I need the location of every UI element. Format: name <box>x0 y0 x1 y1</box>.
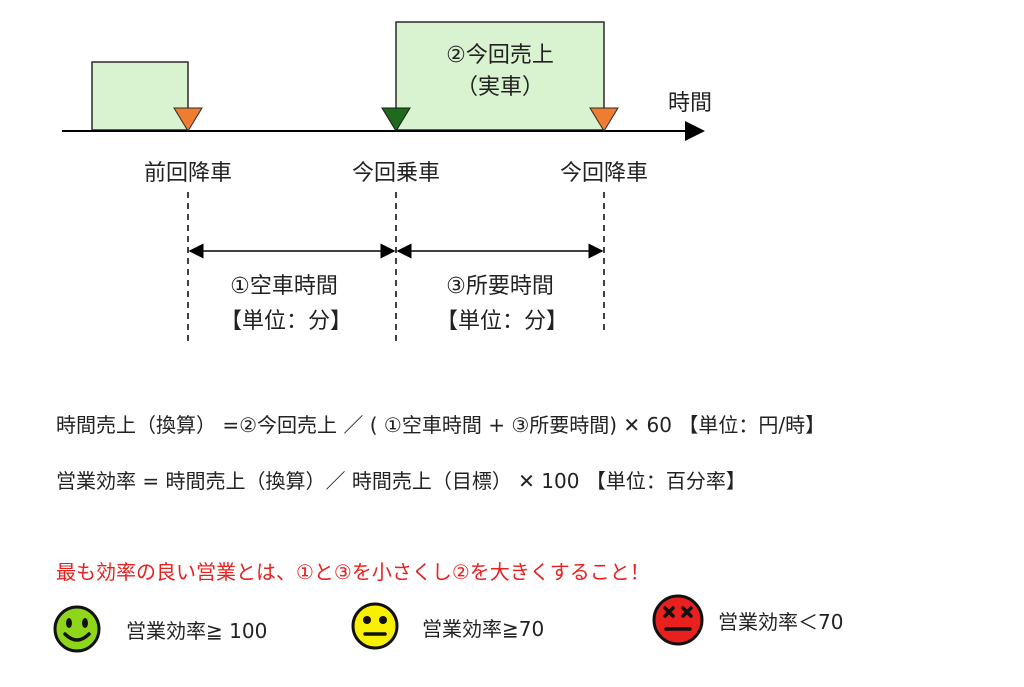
current-dropoff-marker <box>589 107 619 132</box>
pickup-marker <box>381 107 411 132</box>
empty-time-unit: 【単位：分】 <box>220 309 352 334</box>
current-sales-sublabel: （実車） <box>456 75 544 100</box>
efficiency-formula: 営業効率 = 時間売上（換算）／ 時間売上（目標） ✕ 100 【単位：百分率】 <box>56 469 746 493</box>
timeline-diagram: ②今回売上 （実車） 時間 前回降車 今回乗車 今回降車 ①空車時間 【単位：分… <box>62 21 712 345</box>
smiley-face-icon <box>53 605 101 653</box>
current-pickup-label: 今回乗車 <box>352 161 440 186</box>
required-time-label: ③所要時間 <box>446 274 554 299</box>
hourly-sales-formula: 時間売上（換算） =②今回売上 ／ ( ①空車時間 + ③所要時間) ✕ 60 … <box>56 413 826 437</box>
empty-time-label: ①空車時間 <box>230 274 338 299</box>
previous-sales-box <box>91 61 189 131</box>
current-sales-box <box>395 21 605 131</box>
prev-dropoff-label: 前回降車 <box>144 161 232 186</box>
neutral-face-icon <box>351 602 399 650</box>
prev-dropoff-marker <box>173 107 203 132</box>
legend-label-low: 営業効率＜70 <box>718 610 844 634</box>
legend-label-mid: 営業効率≧70 <box>422 617 545 641</box>
legend-label-high: 営業効率≧ 100 <box>126 619 268 643</box>
dizzy-face-icon <box>652 594 704 646</box>
current-dropoff-label: 今回降車 <box>560 161 648 186</box>
required-time-unit: 【単位：分】 <box>436 309 568 334</box>
efficiency-tip: 最も効率の良い営業とは、①と③を小さくし②を大きくすること！ <box>56 560 650 584</box>
axis-label: 時間 <box>668 91 712 116</box>
current-sales-label: ②今回売上 <box>446 43 554 68</box>
